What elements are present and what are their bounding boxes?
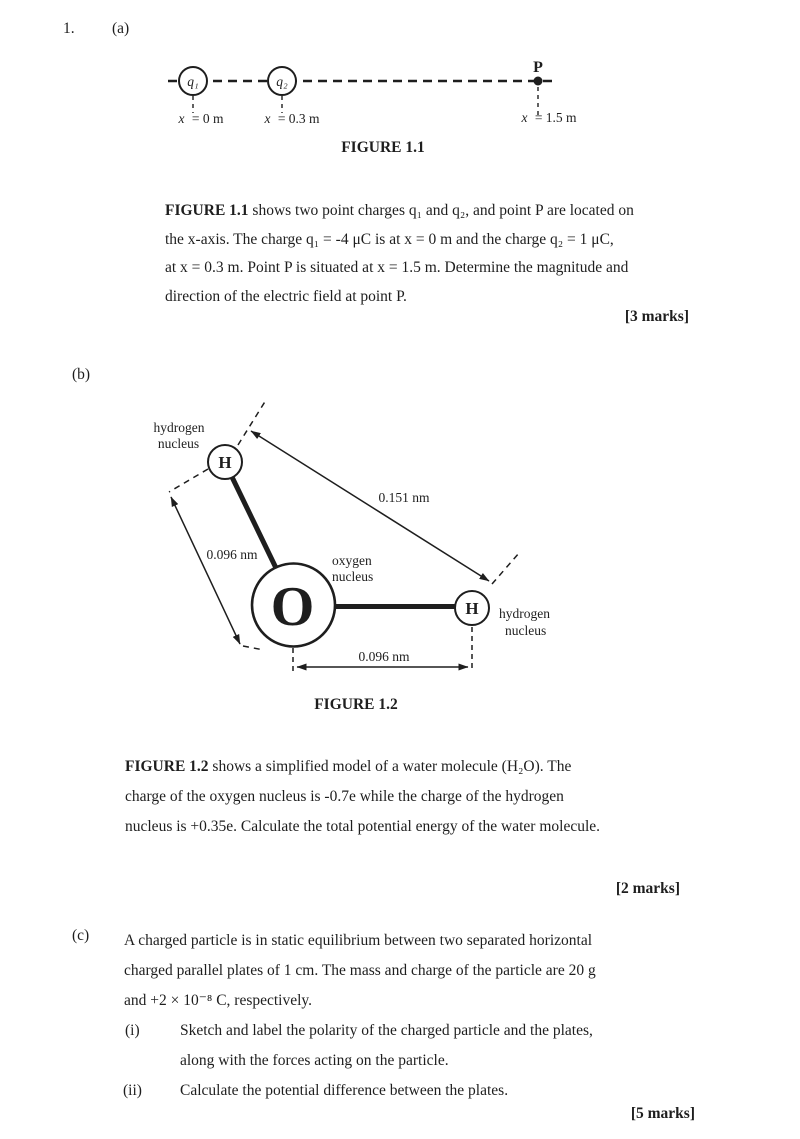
part-c-marks: [5 marks]: [630, 1105, 695, 1122]
oxygen-left-extension-dashed-line: [242, 645, 265, 651]
hydrogen-right-circle: [454, 590, 490, 626]
point-p-position-var: x: [520, 110, 527, 125]
part-a-figure-ref: FIGURE 1.1: [165, 202, 249, 219]
figure-1-1-caption: FIGURE 1.1: [341, 139, 425, 156]
point-p-position-label: x = 1.5 m: [520, 110, 577, 125]
charge2-symbol: q₂: [276, 74, 288, 89]
charge2-position-label: x = 0.3 m: [263, 111, 320, 126]
charge2-position-value: = 0.3 m: [278, 111, 320, 126]
part-c-line1: A charged particle is in static equilibr…: [124, 932, 593, 949]
horizontal-separation-value: 0.096 nm: [358, 649, 410, 664]
part-a-line1-rest: shows two point charges q₁ and q₂, and p…: [248, 202, 634, 219]
oxygen-label-line1: oxygen: [332, 553, 372, 568]
hydrogen-right-symbol: H: [465, 599, 478, 618]
part-c-line3: and +2 × 10⁻⁸ C, respectively.: [124, 992, 313, 1009]
point-p-label: P: [533, 59, 543, 76]
oxygen-symbol: O: [271, 576, 315, 638]
hydrogen-top-symbol: H: [218, 453, 231, 472]
figure-1-2-diagram: H O H hydrogen nucleus 0.151 nm 0.096 nm…: [154, 399, 550, 713]
part-b-marks: [2 marks]: [615, 880, 680, 897]
charge1-circle: [178, 66, 208, 96]
part-b-line1-rest: shows a simplified model of a water mole…: [208, 758, 572, 775]
charge1-position-value: = 0 m: [192, 111, 224, 126]
part-b-line3: nucleus is +0.35e. Calculate the total p…: [125, 818, 601, 835]
point-p-dot: [533, 76, 543, 86]
oxygen-circle: [250, 562, 337, 648]
oh-bond-length-left-value: 0.096 nm: [206, 547, 258, 562]
charge2-circle: [267, 66, 297, 96]
part-a-marks: [3 marks]: [624, 308, 689, 325]
part-c-item-ii-text: Calculate the potential difference betwe…: [180, 1076, 690, 1106]
part-c-item-i-line1: Sketch and label the polarity of the cha…: [180, 1022, 593, 1039]
part-a-line2: the x-axis. The charge q₁ = -4 μC is at …: [165, 230, 614, 248]
hh-separation-arrow: [250, 430, 490, 582]
charge1-position-var: x: [178, 111, 185, 126]
hydrogen-top-label-line1: hydrogen: [154, 420, 205, 435]
charge1-position-label: x = 0 m: [178, 111, 224, 126]
point-p-position-value: = 1.5 m: [535, 110, 577, 125]
oh-bond-top: [229, 475, 279, 570]
figure-1-2-caption: FIGURE 1.2: [314, 696, 398, 713]
hydrogen-right-label-line2: nucleus: [505, 623, 546, 638]
part-c-item-ii-line1: Calculate the potential difference betwe…: [180, 1082, 509, 1099]
part-c-item-i-label: (i): [125, 1022, 140, 1039]
part-b-line2: charge of the oxygen nucleus is -0.7e wh…: [125, 788, 564, 805]
part-b-label: (b): [72, 366, 91, 383]
oxygen-label-line2: nucleus: [332, 569, 373, 584]
part-a-line3: at x = 0.3 m. Point P is situated at x =…: [165, 259, 629, 276]
part-a-line1: FIGURE 1.1 shows two point charges q₁ an…: [165, 197, 695, 226]
hh-separation-value: 0.151 nm: [378, 490, 430, 505]
right-h-extension-dashed-line: [491, 552, 520, 585]
hydrogen-top-circle: [207, 444, 243, 480]
oh-left-measure-arrow: [170, 496, 241, 645]
part-b-figure-ref: FIGURE 1.2: [125, 758, 209, 775]
figure-1-1-diagram: q₁ q₂ P x = 0 m x = 0.3 m x = 1.5 m FIGU…: [168, 59, 577, 156]
top-h-left-extension-dashed-line: [168, 468, 209, 493]
part-b-line1: FIGURE 1.2 shows a simplified model of a…: [125, 752, 685, 782]
part-c-paragraph: A charged particle is in static equilibr…: [124, 926, 689, 1016]
part-b-paragraph: FIGURE 1.2 shows a simplified model of a…: [125, 752, 685, 842]
part-a-paragraph: FIGURE 1.1 shows two point charges q₁ an…: [165, 197, 695, 311]
charge2-position-var: x: [263, 111, 270, 126]
part-c-item-i-line2: along with the forces acting on the part…: [180, 1052, 449, 1069]
part-c-label: (c): [72, 927, 90, 944]
hydrogen-top-label-line2: nucleus: [158, 436, 199, 451]
hydrogen-right-label-line1: hydrogen: [499, 606, 550, 621]
question-number: 1.: [63, 20, 75, 37]
part-c-item-ii-label: (ii): [123, 1082, 142, 1099]
part-c-item-i-text: Sketch and label the polarity of the cha…: [180, 1016, 690, 1076]
part-a-line4: direction of the electric field at point…: [165, 287, 407, 305]
charge1-symbol: q₁: [187, 74, 198, 89]
top-h-extension-dashed-line: [237, 399, 267, 446]
part-c-line2: charged parallel plates of 1 cm. The mas…: [124, 962, 596, 979]
part-a-label: (a): [112, 20, 130, 37]
